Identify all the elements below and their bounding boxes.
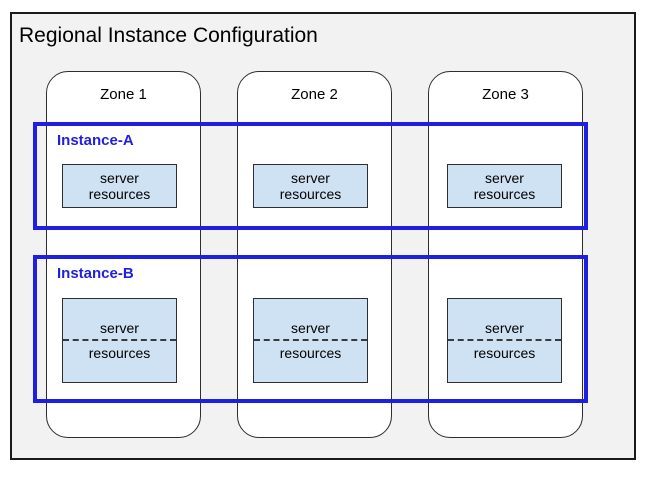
zone-1-label: Zone 1	[100, 86, 147, 103]
server-box-line1: server	[485, 320, 524, 336]
diagram-title: Regional Instance Configuration	[19, 24, 318, 47]
server-box-line2: resources	[88, 345, 151, 361]
server-resources-box-a2: server resources	[253, 164, 368, 208]
server-resources-box-b2: server resources	[253, 298, 368, 383]
dashed-divider	[254, 339, 367, 341]
dashed-divider	[448, 339, 561, 341]
instance-b-label: Instance-B	[57, 265, 134, 282]
server-resources-box-a3: server resources	[447, 164, 562, 208]
dashed-divider	[63, 339, 176, 341]
server-box-line2: resources	[279, 345, 342, 361]
server-box-line2: resources	[473, 186, 536, 202]
instance-a-label: Instance-A	[57, 132, 134, 149]
server-box-line2: resources	[279, 186, 342, 202]
server-box-line2: resources	[88, 186, 151, 202]
server-resources-box-b3: server resources	[447, 298, 562, 383]
instance-b-box: Instance-B	[33, 255, 588, 403]
instance-a-box: Instance-A	[33, 122, 588, 230]
zone-3-label: Zone 3	[482, 86, 529, 103]
server-box-line1: server	[291, 320, 330, 336]
zone-2-label: Zone 2	[291, 86, 338, 103]
server-box-line1: server	[291, 170, 330, 186]
server-box-line2: resources	[473, 345, 536, 361]
server-resources-box-b1: server resources	[62, 298, 177, 383]
server-resources-box-a1: server resources	[62, 164, 177, 208]
server-box-line1: server	[100, 320, 139, 336]
region-box: Regional Instance Configuration Zone 1 Z…	[10, 12, 636, 460]
server-box-line1: server	[100, 170, 139, 186]
server-box-line1: server	[485, 170, 524, 186]
